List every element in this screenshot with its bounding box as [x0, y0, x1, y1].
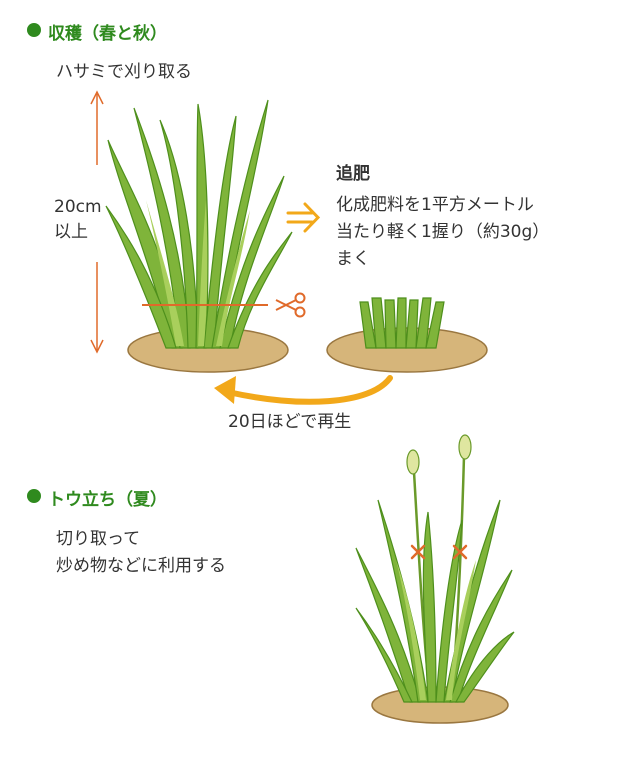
cut-instruction-label: ハサミで刈り取る — [56, 62, 192, 82]
regrow-label: 20日ほどで再生 — [228, 412, 352, 432]
bolting-use-line-1: 切り取って — [56, 529, 141, 549]
fertilizer-title: 追肥 — [336, 164, 370, 184]
fertilizer-line-3: まく — [336, 249, 370, 269]
scissors-icon — [275, 292, 306, 318]
right-double-arrow-icon — [286, 202, 321, 233]
bolting-bullet-icon — [27, 489, 41, 503]
cut-mark-icon — [410, 544, 468, 560]
height-suffix-label: 以上 — [54, 222, 88, 242]
fertilizer-line-1: 化成肥料を1平方メートル — [336, 195, 534, 215]
regrow-arrow-icon — [214, 375, 393, 405]
harvest-heading: 収穫（春と秋） — [48, 24, 167, 44]
bolting-heading: トウ立ち（夏） — [48, 490, 167, 510]
fertilizer-line-2: 当たり軽く1握り（約30g） — [336, 222, 550, 242]
cut-chive-plant — [326, 297, 488, 373]
tall-chive-plant — [105, 99, 293, 373]
height-indicator-arrow — [90, 90, 104, 354]
harvest-bullet-icon — [27, 23, 41, 37]
bolting-chive-plant — [355, 434, 515, 724]
bolting-use-line-2: 炒め物などに利用する — [56, 556, 226, 576]
height-value-label: 20cm — [54, 197, 102, 217]
